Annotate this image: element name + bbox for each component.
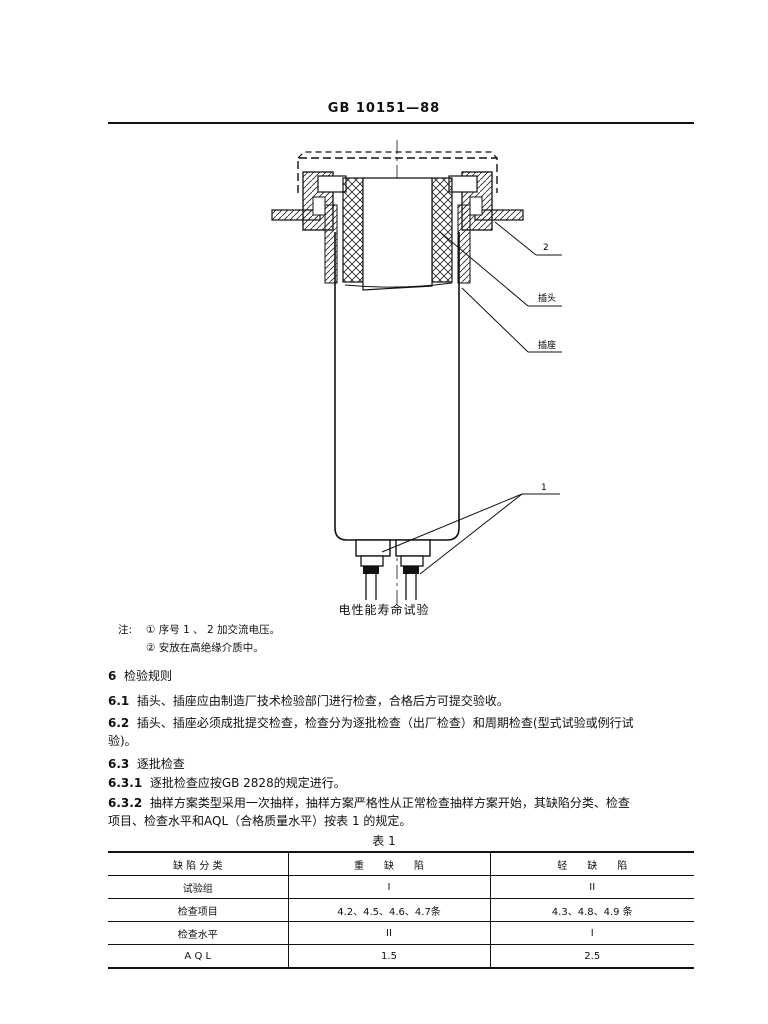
- clause-6-3-1: 6.3.1 逐批检查应按GB 2828的规定进行。: [108, 774, 346, 792]
- clause-6-3-number: 6.3: [108, 757, 130, 771]
- table-cell: 检查水平: [108, 921, 289, 945]
- clause-6-2-text-line1: 插头、插座必须成批提交检查，检查分为逐批检查（出厂检查）和周期检查(型式试验或例…: [136, 716, 634, 730]
- note-item-2: ② 安放在高绝缘介质中。: [146, 642, 264, 654]
- clause-6-3: 6.3 逐批检查: [108, 755, 185, 773]
- table-row: A Q L 1.5 2.5: [108, 944, 694, 969]
- table-cell: 试验组: [108, 875, 289, 899]
- figure-caption: 电性能寿命试验: [338, 603, 430, 617]
- leader-lines: [381, 221, 562, 575]
- table-cell: 4.2、4.5、4.6、4.7条: [287, 898, 491, 922]
- table-cell: II: [489, 875, 694, 899]
- terminal-posts: [355, 539, 431, 600]
- clause-6-3-2: 6.3.2 抽样方案类型采用一次抽样，抽样方案严格性从正常检查抽样方案开始，其缺…: [108, 794, 698, 830]
- table-cell: 重 缺 陷: [287, 851, 491, 876]
- clause-6-3-2-text-line2: 项目、检查水平和AQL（合格质量水平）按表 1 的规定。: [108, 814, 412, 828]
- table-row: 试验组 I II: [108, 875, 694, 899]
- test-fixture-drawing: 2 插头 插座 1: [271, 140, 562, 612]
- table-cell: 缺 陷 分 类: [108, 851, 289, 876]
- table-cell: I: [287, 875, 491, 899]
- table-cell: 轻 缺 陷: [489, 851, 694, 876]
- label-socket: 插座: [538, 339, 556, 351]
- table-cell: 2.5: [489, 944, 694, 969]
- page-header-title: GB 10151—88: [327, 101, 441, 116]
- table-title: 表 1: [372, 834, 396, 848]
- table-cell: II: [287, 921, 491, 945]
- table-row: 缺 陷 分 类 重 缺 陷 轻 缺 陷: [108, 851, 694, 876]
- table-cell: 4.3、4.8、4.9 条: [489, 898, 694, 922]
- label-1: 1: [541, 483, 547, 493]
- clause-6-2-number: 6.2: [108, 716, 130, 730]
- clause-6-3-1-number: 6.3.1: [108, 776, 143, 790]
- table-cell: A Q L: [108, 944, 289, 969]
- clause-6-1: 6.1 插头、插座应由制造厂技术检验部门进行检查，合格后方可提交验收。: [108, 692, 509, 710]
- table-row: 检查水平 II I: [108, 921, 694, 945]
- socket-insulator: [324, 177, 471, 291]
- clause-6-2-text-line2: 验)。: [108, 734, 137, 748]
- note-prefix: 注:: [118, 624, 133, 636]
- section-6-heading: 6 检验规则: [108, 667, 172, 685]
- label-plug: 插头: [538, 292, 556, 304]
- table-cell: 检查项目: [108, 898, 289, 922]
- header-rule: [108, 122, 694, 124]
- label-2: 2: [543, 243, 549, 253]
- clause-6-2: 6.2 插头、插座必须成批提交检查，检查分为逐批检查（出厂检查）和周期检查(型式…: [108, 714, 698, 750]
- clause-6-3-2-number: 6.3.2: [108, 796, 143, 810]
- clause-6-3-1-text: 逐批检查应按GB 2828的规定进行。: [149, 776, 346, 790]
- section-6-number: 6: [108, 669, 117, 683]
- table-cell: I: [489, 921, 694, 945]
- clause-6-3-2-text-line1: 抽样方案类型采用一次抽样，抽样方案严格性从正常检查抽样方案开始，其缺陷分类、检查: [149, 796, 630, 810]
- note-item-1: ① 序号 1 、 2 加交流电压。: [146, 624, 280, 636]
- section-6-title: 检验规则: [124, 669, 173, 683]
- dashed-cover: [297, 151, 498, 193]
- clause-6-3-text: 逐批检查: [136, 757, 185, 771]
- table-cell: 1.5: [287, 944, 491, 969]
- clause-6-1-number: 6.1: [108, 694, 130, 708]
- defect-classification-table: 缺 陷 分 类 重 缺 陷 轻 缺 陷 试验组 I II 检查项目 4.2、4.…: [108, 851, 694, 969]
- table-row: 检查项目 4.2、4.5、4.6、4.7条 4.3、4.8、4.9 条: [108, 898, 694, 922]
- clause-6-1-text: 插头、插座应由制造厂技术检验部门进行检查，合格后方可提交验收。: [136, 694, 509, 708]
